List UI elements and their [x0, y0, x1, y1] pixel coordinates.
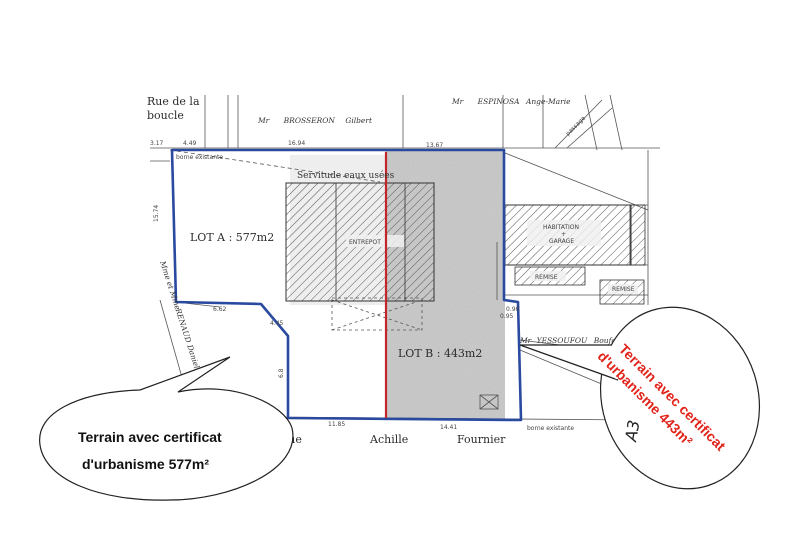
dim-label: 3.17	[150, 140, 164, 147]
owner-right-name: YESSOUFOU	[537, 336, 588, 345]
dim-label: 6.62	[213, 306, 227, 313]
callout-left-line1: Terrain avec certificat	[78, 429, 222, 445]
owner-1-first: Gilbert	[345, 116, 373, 125]
garage-label: GARAGE	[549, 238, 574, 245]
dim-label: 0.90	[506, 306, 520, 313]
street-top-left-1: Rue de la	[147, 95, 200, 108]
callout-left-bubble	[39, 356, 294, 501]
owner-1-title: Mr	[257, 116, 270, 125]
dim-label: 14.41	[440, 424, 457, 431]
dim-label: 6.8	[278, 368, 285, 378]
dim-label: 0.95	[500, 313, 514, 320]
callout-right-bubble	[599, 306, 761, 490]
habitation-label: HABITATION	[543, 224, 579, 231]
buildings	[285, 182, 646, 305]
callout-left-line2: d'urbanisme 577m²	[82, 456, 209, 472]
entrepot-label: ENTREPOT	[349, 239, 381, 246]
habitation-plus: +	[561, 231, 566, 238]
dim-label: 15.74	[153, 205, 160, 222]
street-bottom-3: Fournier	[457, 433, 506, 446]
owner-1-name: BROSSERON	[283, 116, 336, 125]
svg-text:Mr BROSSERON Gilbert: Mr BROSSERON Gilbert	[257, 116, 373, 125]
owner-left-2: RENAUD	[173, 306, 193, 343]
lot-a-label: LOT A : 577m2	[190, 231, 274, 244]
remise-label-2: REMISE	[612, 286, 635, 293]
lot-boundary	[170, 148, 523, 422]
passage-label: passage	[564, 115, 587, 138]
borne-top-label: borne existante	[176, 154, 223, 161]
dim-label: 16.94	[288, 140, 305, 147]
owner-left-1: Mme et Mme	[158, 259, 183, 311]
svg-text:Mr ESPINOSA Ange-Marie: Mr ESPINOSA Ange-Marie	[451, 97, 571, 106]
owner-2-title: Mr	[451, 97, 464, 106]
street-bottom-2: Achille	[369, 433, 408, 446]
callout-left: Terrain avec certificat d'urbanisme 577m…	[39, 356, 294, 501]
servitude-label: Servitude eaux usées	[297, 170, 395, 181]
dim-label: 4.49	[183, 140, 197, 147]
dim-label: 11.85	[328, 421, 345, 428]
owner-2-name: ESPINOSA	[477, 97, 520, 106]
remise-label-1: REMISE	[535, 274, 558, 281]
lot-b-label: LOT B : 443m2	[398, 347, 482, 360]
street-top-left-2: boucle	[147, 109, 184, 122]
dim-label: 4.45	[270, 320, 284, 327]
dim-label: 13.67	[426, 142, 443, 149]
owner-right-title: Mr	[519, 336, 532, 345]
handwritten-mark: A3	[621, 419, 644, 444]
owner-2-first: Ange-Marie	[525, 97, 571, 106]
callout-right: Terrain avec certificat d'urbanisme 443m…	[519, 306, 761, 490]
borne-bottom-label: borne existante	[527, 425, 574, 432]
